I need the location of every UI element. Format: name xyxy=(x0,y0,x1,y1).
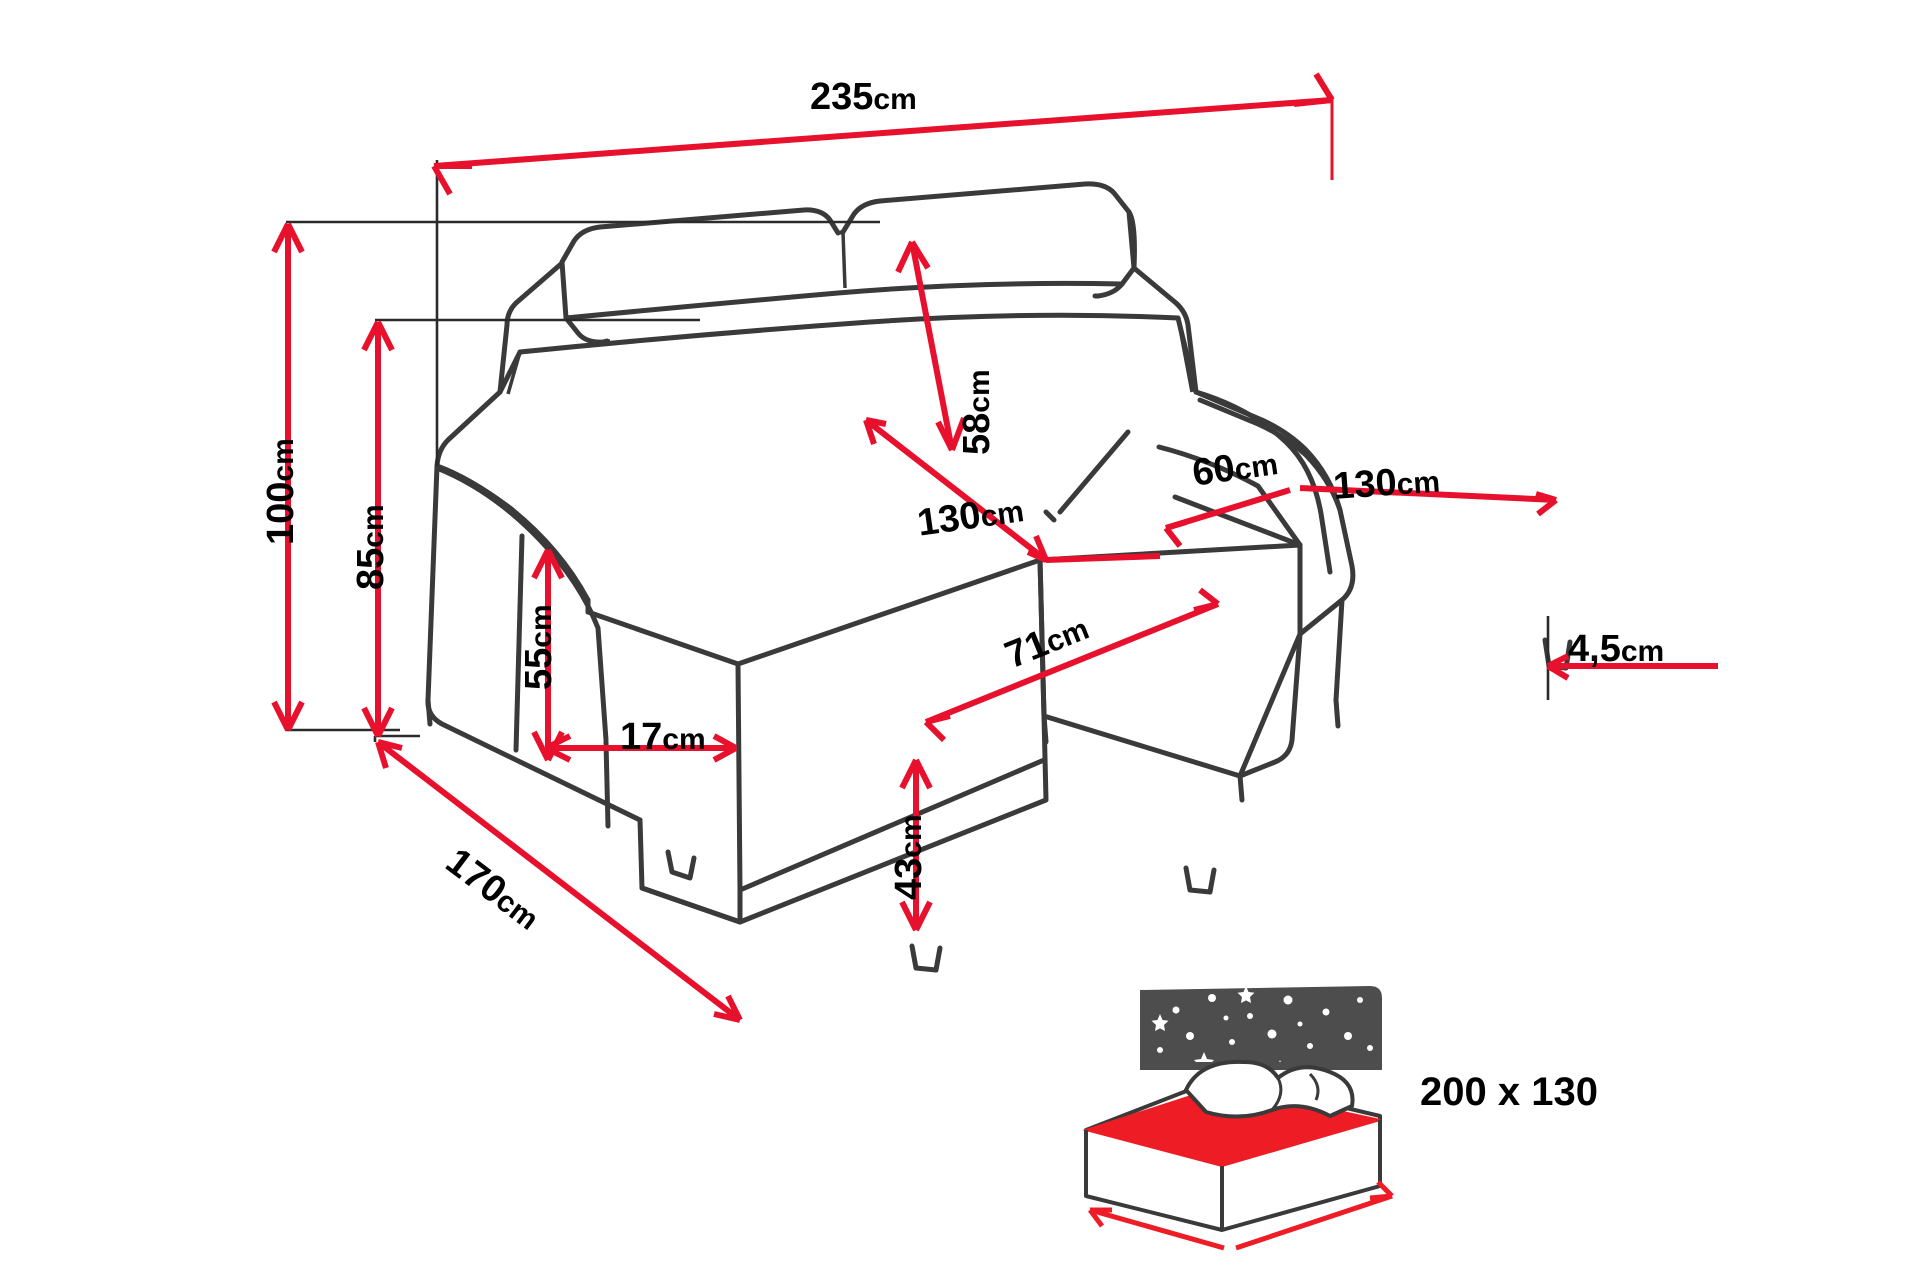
dimension-lines xyxy=(271,72,1718,1023)
seat-depth-left-unit: cm xyxy=(978,495,1027,534)
backrest-depth-value: 58 xyxy=(956,412,998,455)
backrest-height-unit: cm xyxy=(357,504,390,548)
dimension-label-total-height: 100cm xyxy=(260,438,302,545)
sofa-outline xyxy=(425,181,1573,973)
leg-height-unit: cm xyxy=(1620,635,1665,668)
seat-width-right-value: 130 xyxy=(1331,461,1399,508)
dimension-label-total-width: 235cm xyxy=(810,78,917,116)
dimension-label-backrest-depth: 58cm xyxy=(956,369,998,455)
seat-gap-value: 60 xyxy=(1189,447,1238,495)
backrest-height-value: 85 xyxy=(350,547,392,590)
dimension-label-backrest-height: 85cm xyxy=(350,504,392,590)
leg-height-value: 4,5 xyxy=(1568,628,1621,670)
total-width-value: 235 xyxy=(810,76,874,118)
total-width-unit: cm xyxy=(873,83,917,116)
armrest-width-unit: cm xyxy=(662,723,706,756)
seat-height-value: 43 xyxy=(888,857,930,900)
dimension-label-seat-width-right: 130cm xyxy=(1331,461,1442,508)
seat-height-unit: cm xyxy=(895,814,928,858)
dimension-label-armrest-height: 55cm xyxy=(518,604,560,690)
dimension-label-armrest-width: 17cm xyxy=(620,718,706,756)
armrest-height-value: 55 xyxy=(518,647,560,690)
seat-width-right-unit: cm xyxy=(1395,465,1442,502)
backrest-depth-unit: cm xyxy=(963,369,996,413)
extension-lines xyxy=(286,160,1550,742)
total-height-unit: cm xyxy=(267,438,300,482)
bed-size-label: 200 x 130 xyxy=(1420,1070,1598,1114)
total-height-value: 100 xyxy=(260,481,302,545)
bed-icon xyxy=(1082,986,1394,1251)
seat-gap-unit: cm xyxy=(1232,448,1281,487)
armrest-width-value: 17 xyxy=(620,716,663,758)
dimension-label-seat-height: 43cm xyxy=(888,814,930,900)
armrest-height-unit: cm xyxy=(525,604,558,648)
dimension-label-leg-height: 4,5cm xyxy=(1568,630,1664,668)
seat-depth-left-value: 130 xyxy=(914,494,984,545)
sofa-detail-lines xyxy=(506,231,1194,395)
